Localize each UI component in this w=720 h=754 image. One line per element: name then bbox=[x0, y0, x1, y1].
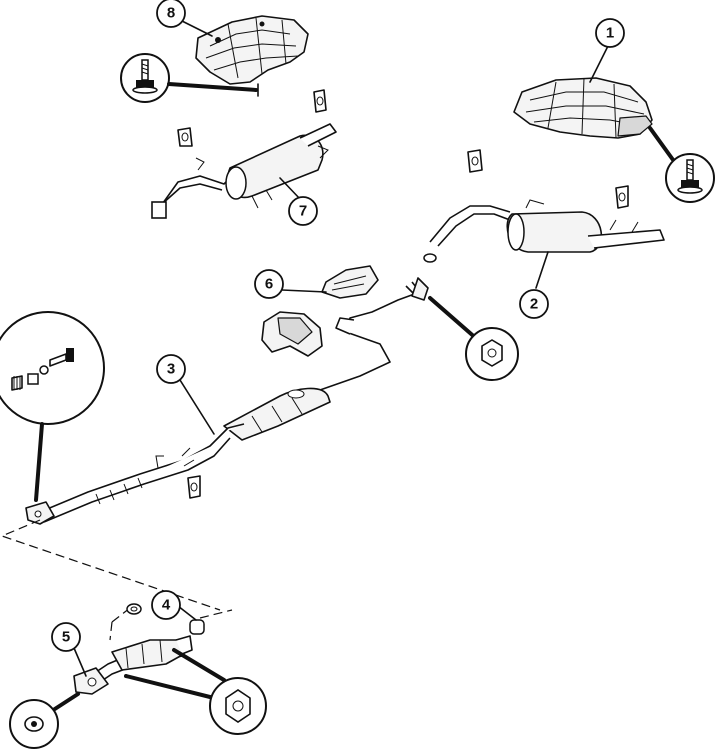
rubber-hanger bbox=[177, 127, 193, 147]
callout-label: 4 bbox=[162, 597, 171, 614]
bolt-detail-upper-right bbox=[648, 126, 715, 203]
callout-5: 5 bbox=[51, 622, 81, 652]
spring-bolt-detail bbox=[0, 311, 105, 502]
callout-label: 6 bbox=[265, 276, 273, 293]
nut-detail-center bbox=[428, 296, 519, 381]
bolt-detail-upper-left bbox=[120, 53, 259, 103]
nut-detail-right bbox=[124, 648, 267, 735]
rubber-hanger bbox=[615, 185, 629, 209]
callout-label: 7 bbox=[299, 203, 307, 220]
callout-label: 3 bbox=[167, 361, 175, 378]
center-pipe bbox=[223, 277, 429, 441]
rear-muffler-right bbox=[423, 199, 665, 263]
gasket-nut bbox=[189, 619, 205, 635]
rear-muffler-left bbox=[151, 123, 337, 219]
heat-shield-center-upper bbox=[321, 265, 379, 299]
callout-8: 8 bbox=[156, 0, 186, 28]
callout-label: 2 bbox=[530, 296, 538, 313]
callout-label: 1 bbox=[606, 25, 614, 42]
callout-1: 1 bbox=[595, 18, 625, 48]
callout-3: 3 bbox=[156, 354, 186, 384]
gasket-nut bbox=[126, 603, 142, 615]
heat-shield-center-lower bbox=[261, 311, 323, 357]
callout-label: 8 bbox=[167, 5, 175, 22]
heat-shield-upper-right bbox=[513, 77, 653, 139]
heat-shield-upper-left bbox=[195, 15, 309, 85]
callout-4: 4 bbox=[151, 590, 181, 620]
callout-2: 2 bbox=[519, 289, 549, 319]
front-exhaust-pipe bbox=[73, 635, 193, 695]
callout-leaders bbox=[73, 19, 609, 677]
rubber-hanger bbox=[467, 149, 483, 173]
nut-detail-left bbox=[9, 692, 80, 749]
rubber-hanger bbox=[187, 475, 201, 499]
front-pipe bbox=[25, 423, 245, 525]
callout-6: 6 bbox=[254, 269, 284, 299]
callout-7: 7 bbox=[288, 196, 318, 226]
rubber-hanger bbox=[313, 89, 327, 113]
callout-label: 5 bbox=[62, 629, 70, 646]
